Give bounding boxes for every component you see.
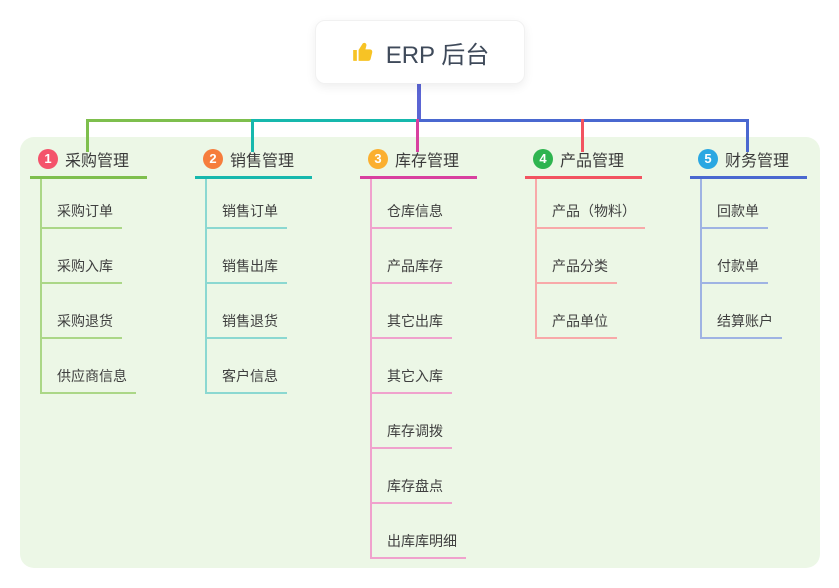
child-label: 产品（物料） (535, 201, 645, 229)
child-node[interactable]: 供应商信息 (40, 339, 136, 394)
child-node[interactable]: 产品（物料） (535, 179, 645, 229)
child-node[interactable]: 销售退货 (205, 284, 287, 339)
branch-children: 产品（物料） 产品分类产品单位 (525, 179, 655, 339)
connector-drop-2 (251, 119, 254, 152)
child-label: 采购订单 (40, 201, 122, 229)
child-node[interactable]: 库存盘点 (370, 449, 452, 504)
child-label: 供应商信息 (40, 366, 136, 394)
child-label: 采购退货 (40, 311, 122, 339)
child-label: 库存调拨 (370, 421, 452, 449)
branch-children: 回款单付款单结算账户 (690, 179, 820, 339)
child-node[interactable]: 销售订单 (205, 179, 287, 229)
branch-children: 采购订单采购入库采购退货供应商信息 (30, 179, 160, 394)
child-label: 销售退货 (205, 311, 287, 339)
child-label: 产品单位 (535, 311, 617, 339)
child-label: 库存盘点 (370, 476, 452, 504)
branch-label: 产品管理 (560, 153, 625, 170)
branch-number-badge: 4 (533, 149, 553, 169)
branch-number-badge: 5 (698, 149, 718, 169)
thumbs-up-icon (351, 39, 377, 65)
connector-drop-4 (581, 119, 584, 152)
child-node[interactable]: 其它出库 (370, 284, 452, 339)
branch-header-4[interactable]: 4 产品管理 (525, 146, 642, 179)
root-node[interactable]: ERP 后台 (315, 20, 525, 84)
branch-column-1: 1 采购管理采购订单采购入库采购退货供应商信息 (30, 146, 160, 394)
branch-label: 库存管理 (395, 153, 460, 170)
child-label: 付款单 (700, 256, 768, 284)
child-node[interactable]: 结算账户 (700, 284, 782, 339)
branch-label: 采购管理 (65, 153, 130, 170)
child-label: 客户信息 (205, 366, 287, 394)
branch-number-badge: 3 (368, 149, 388, 169)
branch-column-4: 4 产品管理产品（物料） 产品分类产品单位 (525, 146, 655, 339)
branch-number-badge: 2 (203, 149, 223, 169)
child-label: 结算账户 (700, 311, 782, 339)
child-label: 产品库存 (370, 256, 452, 284)
child-node[interactable]: 产品库存 (370, 229, 452, 284)
branch-number-badge: 1 (38, 149, 58, 169)
branch-header-2[interactable]: 2 销售管理 (195, 146, 312, 179)
branch-header-5[interactable]: 5 财务管理 (690, 146, 807, 179)
child-label: 其它入库 (370, 366, 452, 394)
branch-column-5: 5 财务管理回款单付款单结算账户 (690, 146, 820, 339)
connector-bus-purchase (86, 119, 254, 122)
connector-drop-5 (746, 119, 749, 152)
child-node[interactable]: 回款单 (700, 179, 768, 229)
connector-drop-1 (86, 119, 89, 152)
branch-column-3: 3 库存管理仓库信息产品库存其它出库其它入库库存调拨库存盘点出库库明细 (360, 146, 490, 559)
child-node[interactable]: 产品单位 (535, 284, 617, 339)
child-node[interactable]: 产品分类 (535, 229, 617, 284)
child-label: 销售订单 (205, 201, 287, 229)
child-node[interactable]: 出库库明细 (370, 504, 466, 559)
child-label: 仓库信息 (370, 201, 452, 229)
branch-column-2: 2 销售管理销售订单销售出库销售退货客户信息 (195, 146, 325, 394)
branch-header-3[interactable]: 3 库存管理 (360, 146, 477, 179)
child-label: 其它出库 (370, 311, 452, 339)
child-label: 采购入库 (40, 256, 122, 284)
child-node[interactable]: 客户信息 (205, 339, 287, 394)
branch-header-1[interactable]: 1 采购管理 (30, 146, 147, 179)
child-label: 回款单 (700, 201, 768, 229)
connector-bus-sales (251, 119, 417, 122)
connector-root-stub (417, 82, 421, 120)
branch-label: 财务管理 (725, 153, 790, 170)
child-node[interactable]: 仓库信息 (370, 179, 452, 229)
branch-children: 仓库信息产品库存其它出库其它入库库存调拨库存盘点出库库明细 (360, 179, 490, 559)
child-node[interactable]: 采购订单 (40, 179, 122, 229)
child-node[interactable]: 采购入库 (40, 229, 122, 284)
child-label: 出库库明细 (370, 531, 466, 559)
child-node[interactable]: 库存调拨 (370, 394, 452, 449)
child-node[interactable]: 采购退货 (40, 284, 122, 339)
child-node[interactable]: 销售出库 (205, 229, 287, 284)
branch-children: 销售订单销售出库销售退货客户信息 (195, 179, 325, 394)
child-label: 销售出库 (205, 256, 287, 284)
child-node[interactable]: 付款单 (700, 229, 768, 284)
branch-label: 销售管理 (230, 153, 295, 170)
child-node[interactable]: 其它入库 (370, 339, 452, 394)
branches-panel (20, 137, 820, 568)
root-label: ERP 后台 (385, 41, 490, 69)
child-label: 产品分类 (535, 256, 617, 284)
connector-drop-3 (416, 119, 419, 152)
